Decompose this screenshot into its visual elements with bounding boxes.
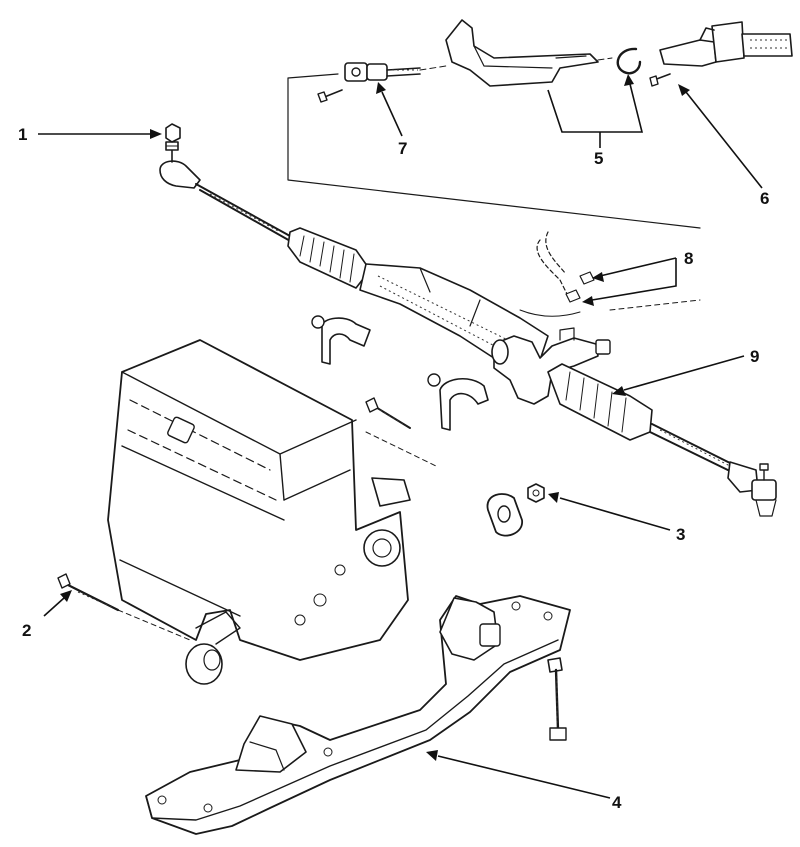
callout-6: 6: [760, 189, 769, 208]
clamp-bolt: [365, 397, 411, 429]
mount-nut: [527, 483, 545, 503]
crossmember-bolt: [547, 657, 567, 741]
callout-1: 1: [18, 125, 27, 144]
engine-mount-bolt: [57, 573, 191, 641]
steering-rack-group: [159, 123, 777, 517]
column-cover-bracket: [445, 19, 599, 87]
steering-column-shaft: [659, 21, 793, 67]
callout-4: 4: [612, 793, 622, 812]
tie-rod-nut: [165, 123, 181, 143]
callout-5: 5: [594, 149, 603, 168]
snap-ring: [616, 47, 642, 75]
callout-3: 3: [676, 525, 685, 544]
left-tie-rod-end: [159, 141, 201, 189]
universal-joint: [344, 62, 421, 82]
callout-leaders: [38, 74, 763, 799]
callout-8: 8: [684, 249, 693, 268]
steering-column-group: [287, 19, 793, 229]
engine-block: [107, 339, 411, 685]
column-axis-line: [419, 57, 613, 71]
callout-9: 9: [750, 347, 759, 366]
column-bolt: [649, 73, 671, 87]
right-tie-rod: [649, 423, 741, 475]
fluid-pipes: [519, 231, 701, 317]
column-boundary-line: [287, 73, 701, 229]
mount-bushing: [486, 493, 523, 537]
front-crossmember: [145, 595, 571, 835]
callout-7: 7: [398, 139, 407, 158]
left-clamp: [311, 315, 371, 365]
left-tie-rod: [195, 183, 293, 243]
callout-numbers: 1 2 3 4 5 6 7 8 9: [18, 125, 769, 812]
left-rack-boot: [287, 227, 371, 289]
pinion-housing: [491, 327, 611, 405]
right-tie-rod-end: [727, 461, 777, 517]
right-rack-boot: [547, 363, 653, 441]
joint-pinch-bolt: [317, 89, 343, 103]
clamp-guide-line: [365, 431, 437, 467]
right-clamp: [427, 373, 489, 431]
callout-2: 2: [22, 621, 31, 640]
rack-mounting-clamps: [311, 315, 489, 467]
